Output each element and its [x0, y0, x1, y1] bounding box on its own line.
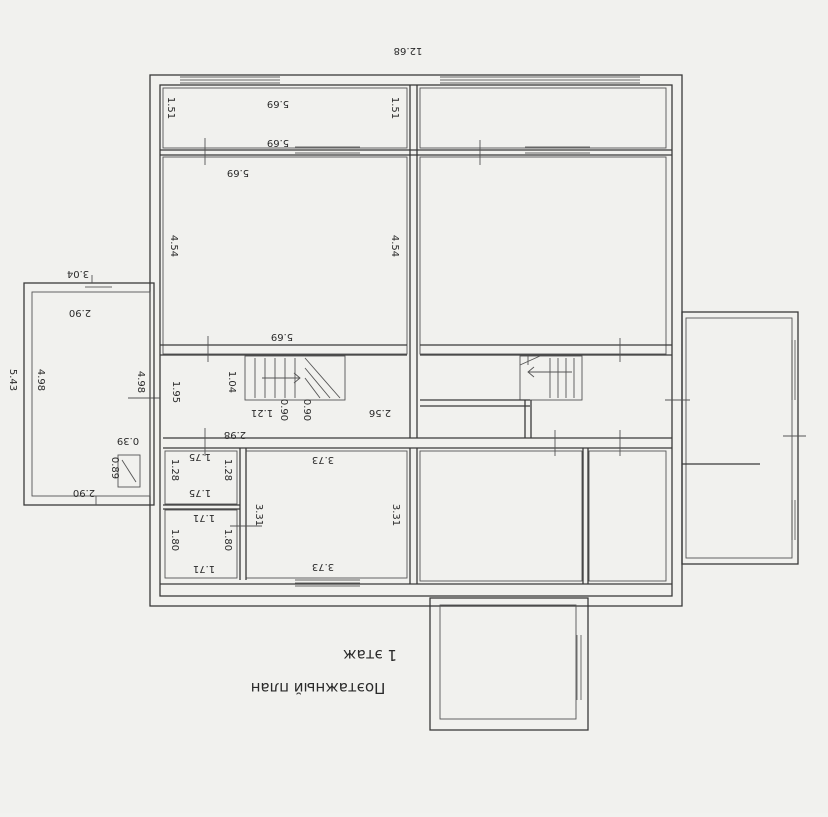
left-annex: [23, 275, 155, 506]
dim-label: 3.04: [67, 268, 89, 279]
dim-label: 2.90: [73, 487, 95, 498]
dim-label: 1.80: [169, 529, 180, 551]
overall-width-label: 12.68: [394, 45, 423, 56]
dim-label: 2.98: [224, 429, 246, 440]
dim-label: 1.71: [193, 563, 215, 574]
dim-label: 1.75: [189, 487, 211, 498]
dim-label: 3.73: [312, 561, 334, 572]
dim-label: 2.90: [69, 307, 91, 318]
stove-symbol: [117, 454, 141, 488]
dim-label: 0.89: [109, 457, 120, 479]
plan-title-block: 1 этаж Поэтажный план: [251, 646, 397, 697]
dim-label: 3.31: [390, 504, 401, 526]
dim-label: 1.28: [169, 459, 180, 481]
top-windows: [180, 76, 640, 84]
dim-label: 1.95: [170, 381, 181, 403]
dim-label: 1.80: [222, 529, 233, 551]
dim-label: 5.69: [227, 167, 249, 178]
dimension-labels: 12.68 5.69 5.69 5.69 5.69 1.51 1.51 4.54…: [7, 45, 422, 574]
dim-label: 1.28: [222, 459, 233, 481]
dim-label: 1.75: [189, 451, 211, 462]
dim-label: 1.04: [226, 371, 237, 393]
dim-label: 5.69: [267, 98, 289, 109]
bottom-porch: [429, 597, 589, 731]
dim-label: 4.98: [35, 369, 46, 391]
dim-label: 3.31: [253, 504, 264, 526]
dim-label: 1.51: [165, 97, 176, 119]
dim-label: 3.73: [312, 454, 334, 465]
dim-label: 5.69: [271, 331, 293, 342]
dim-label: 0.90: [278, 399, 289, 421]
dim-label: 5.69: [267, 137, 289, 148]
dim-label: 0.90: [301, 399, 312, 421]
interior-rooms: [128, 85, 672, 587]
dim-label: 4.98: [135, 371, 146, 393]
plan-title: Поэтажный план: [251, 679, 386, 697]
right-annex: [665, 311, 806, 565]
dim-label: 1.51: [389, 97, 400, 119]
dim-label: 1.21: [251, 407, 273, 418]
dim-label: 5.43: [7, 369, 18, 391]
dim-label: 0.39: [117, 435, 139, 446]
dim-label: 4.54: [389, 235, 400, 257]
dim-label: 2.56: [369, 407, 391, 418]
dim-label: 4.54: [168, 235, 179, 257]
dim-label: 1.71: [193, 512, 215, 523]
plan-floor-label: 1 этаж: [343, 646, 397, 664]
